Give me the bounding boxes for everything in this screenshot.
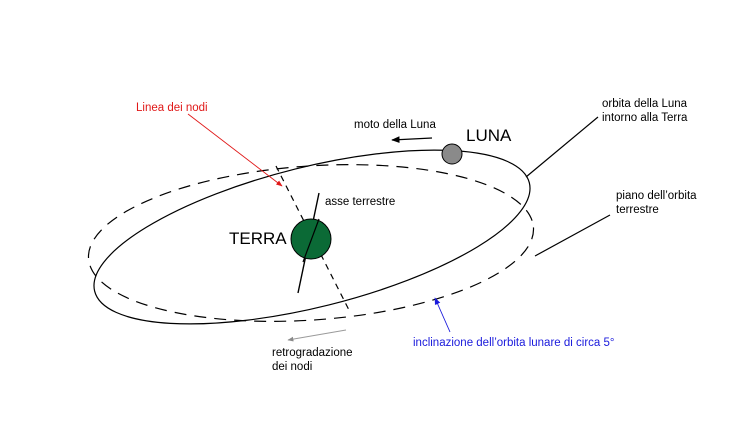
- node-regression-arrow: [287, 329, 347, 342]
- moon-motion-label: moto della Luna: [354, 119, 436, 131]
- inclination-label: inclinazione dell’orbita lunare di circa…: [413, 337, 615, 349]
- line-of-nodes-pointer: [187, 113, 283, 187]
- inclination-pointer: [434, 297, 451, 333]
- moon-orbit-ellipse: [93, 149, 531, 325]
- moon-orbit-label-line1: orbita della Luna: [602, 98, 688, 110]
- moon-disc: [441, 143, 463, 165]
- moon-motion-arrow: [391, 136, 433, 143]
- moon-label: LUNA: [466, 126, 512, 145]
- earth-orbit-plane-leader: [534, 214, 611, 257]
- earth-orbit-plane-label-line1: piano dell’orbita: [616, 190, 697, 202]
- line-of-nodes-label: Linea dei nodi: [136, 102, 208, 114]
- earth-orbit-plane-label-line2: terrestre: [616, 204, 659, 216]
- earth-axis-label: asse terrestre: [325, 196, 395, 208]
- earth-axis-through-globe: [302, 218, 320, 263]
- moon-orbit-leader: [525, 116, 599, 178]
- moon-orbit-label-line2: intorno alla Terra: [602, 112, 688, 124]
- earth-label: TERRA: [229, 229, 287, 248]
- node-regression-label-line2: dei nodi: [272, 361, 312, 373]
- node-regression-label-line1: retrogradazione: [272, 347, 353, 359]
